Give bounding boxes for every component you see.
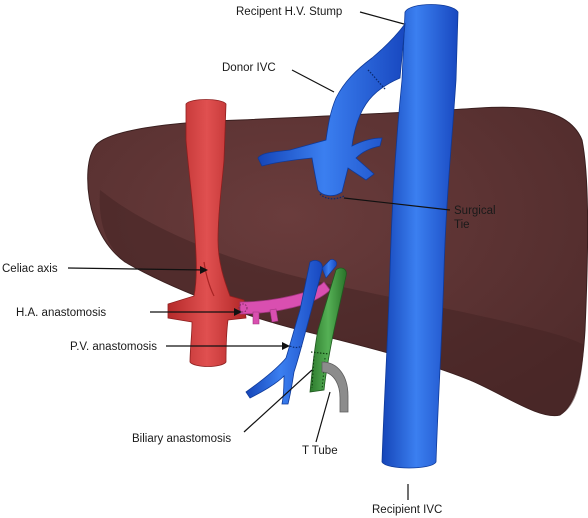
donor-ivc-anastomosis-stitch <box>367 69 387 91</box>
portal-vein-upper-branch <box>321 259 337 279</box>
arrow-celiac-axis <box>200 266 208 274</box>
label-recipient-ivc: Recipient IVC <box>372 504 442 516</box>
label-surgical-tie-line1: Surgical <box>454 205 496 217</box>
arrow-ha-anastomosis <box>234 308 242 316</box>
ha-anastomosis-stitch <box>238 303 248 313</box>
label-pv-anastomosis: P.V. anastomosis <box>70 341 157 353</box>
leader-donor-ivc <box>291 69 335 93</box>
label-celiac-axis: Celiac axis <box>2 263 58 275</box>
t-tube <box>321 361 349 413</box>
label-surgical-tie-line2: Tie <box>454 219 470 231</box>
surgical-tie-stitch <box>319 193 345 200</box>
biliary-anastomosis-stitch <box>310 351 330 355</box>
liver-lower-lobe-shading <box>99 190 584 416</box>
donor-ivc <box>257 22 406 196</box>
label-t-tube: T Tube <box>302 445 338 457</box>
leader-celiac-axis <box>67 267 207 271</box>
portal-vein <box>245 260 323 405</box>
label-ha-anastomosis: H.A. anastomosis <box>16 307 106 319</box>
label-recipient-hv-stump: Recipent H.V. Stump <box>236 6 342 18</box>
pv-anastomosis-stitch <box>289 345 303 349</box>
celiac-axis-vessel <box>167 99 247 367</box>
leader-biliary-anastomosis <box>243 369 313 433</box>
leader-recipient-hv-stump <box>359 11 405 25</box>
arrow-pv-anastomosis <box>282 342 290 350</box>
celiac-branch-detail <box>203 261 215 297</box>
recipient-ivc <box>381 4 459 469</box>
label-donor-ivc: Donor IVC <box>222 62 276 74</box>
leader-surgical-tie <box>343 197 451 211</box>
leader-t-tube <box>315 391 331 443</box>
label-biliary-anastomosis: Biliary anastomosis <box>132 433 231 445</box>
hepatic-artery-stub-1 <box>252 311 260 325</box>
hepatic-artery-stub-2 <box>269 308 279 323</box>
